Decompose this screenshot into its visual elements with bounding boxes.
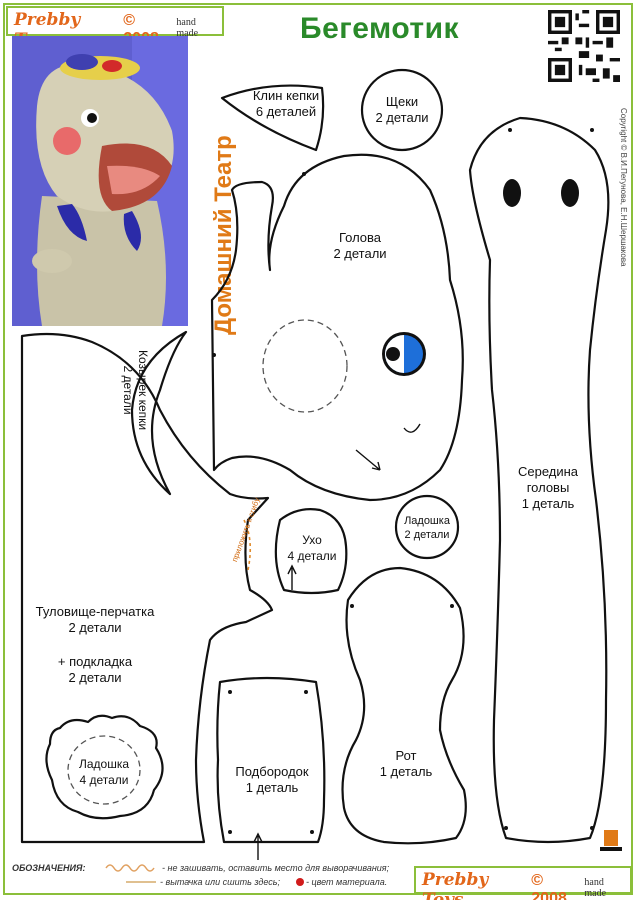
color-dot-icon (296, 878, 304, 886)
ear-arrow-icon (287, 564, 297, 590)
brand-name-bottom: Prebby Toys (422, 870, 489, 900)
open-seam-icon (105, 864, 155, 872)
puppet-photo (12, 36, 188, 326)
mouth-piece (341, 566, 467, 845)
page-title: Бегемотик (300, 12, 460, 45)
head-middle-piece (468, 116, 610, 844)
palm-piece (45, 714, 164, 820)
head-dart-mark (403, 423, 421, 433)
palm-small-piece (394, 494, 460, 560)
palm-inner-guide (67, 735, 141, 805)
head-eye-icon (382, 332, 426, 376)
page-border (3, 3, 633, 895)
legend-dart: - вытачка или сшить здесь; (160, 877, 281, 887)
chin-piece (216, 676, 326, 844)
body-piece (20, 332, 274, 844)
head-arrow-icon (355, 449, 381, 471)
chin-arrow-icon (253, 832, 263, 860)
cap-wedge-piece (220, 84, 325, 152)
legend-open: - не зашивать, оставить место для вывора… (162, 863, 390, 873)
legend-color: - цвет материала. (306, 877, 388, 887)
hand-made-label-bottom: hand made (584, 877, 607, 899)
cheeks-piece (360, 68, 444, 152)
head-cheek-guide (262, 319, 348, 413)
head-piece (210, 153, 464, 502)
brand-badge-bottom: Prebby Toys © 2008 hand made (414, 866, 632, 900)
ear-piece (274, 508, 348, 595)
legend-title: ОБОЗНАЧЕНИЯ: (12, 863, 86, 873)
brand-badge-top: Prebby Toys © 2008 hand made (6, 6, 224, 50)
legend-graphics (105, 864, 304, 886)
qr-code-icon (548, 10, 620, 82)
publisher-logo-icon (600, 830, 622, 851)
eye-right-icon (561, 179, 579, 207)
hand-made-label: hand made (176, 17, 199, 39)
brand-year-bottom: © 2008 (531, 872, 567, 900)
eye-left-icon (503, 179, 521, 207)
